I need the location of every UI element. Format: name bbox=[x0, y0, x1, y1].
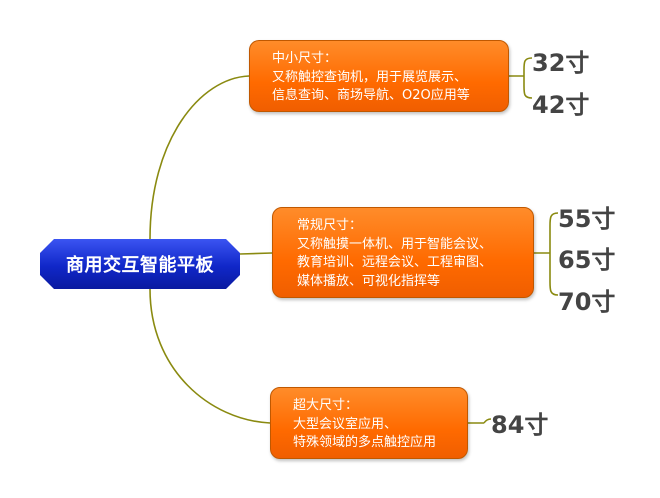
size-label-42: 42寸 bbox=[532, 91, 590, 119]
connector-root-small bbox=[149, 75, 250, 240]
node-small-line-1: 又称触控查询机，用于展览展示、 bbox=[272, 69, 468, 85]
root-label: 商用交互智能平板 bbox=[66, 255, 214, 276]
node-normal-line-1: 又称触摸一体机、用于智能会议、 bbox=[297, 236, 493, 252]
connector-root-large bbox=[149, 288, 271, 424]
node-normal-title: 常规尺寸： bbox=[297, 218, 363, 233]
size-label-84: 84寸 bbox=[491, 411, 549, 439]
bracket-normal bbox=[534, 212, 559, 296]
root-node: 商用交互智能平板 bbox=[40, 239, 240, 289]
size-label-70: 70寸 bbox=[558, 288, 616, 316]
size-label-65: 65寸 bbox=[558, 246, 616, 274]
node-small-line-2: 信息查询、商场导航、O2O应用等 bbox=[272, 88, 470, 103]
size-label-32: 32寸 bbox=[532, 49, 590, 77]
connector-root-normal bbox=[239, 252, 273, 255]
size-label-55: 55寸 bbox=[558, 205, 616, 233]
node-large-size: 超大尺寸： 大型会议室应用、 特殊领域的多点触控应用 bbox=[270, 387, 468, 459]
node-normal-line-2: 教育培训、远程会议、工程审图、 bbox=[297, 255, 493, 270]
bracket-large bbox=[468, 418, 492, 424]
node-small-size: 中小尺寸： 又称触控查询机，用于展览展示、 信息查询、商场导航、O2O应用等 bbox=[249, 40, 509, 112]
node-normal-line-3: 媒体播放、可视化指挥等 bbox=[297, 273, 441, 289]
node-large-line-1: 大型会议室应用、 bbox=[293, 416, 398, 432]
node-large-line-2: 特殊领域的多点触控应用 bbox=[293, 435, 437, 450]
bracket-small bbox=[509, 57, 533, 99]
node-large-title: 超大尺寸： bbox=[293, 398, 359, 413]
node-normal-size: 常规尺寸： 又称触摸一体机、用于智能会议、 教育培训、远程会议、工程审图、 媒体… bbox=[272, 207, 534, 298]
node-small-title: 中小尺寸： bbox=[272, 51, 338, 66]
